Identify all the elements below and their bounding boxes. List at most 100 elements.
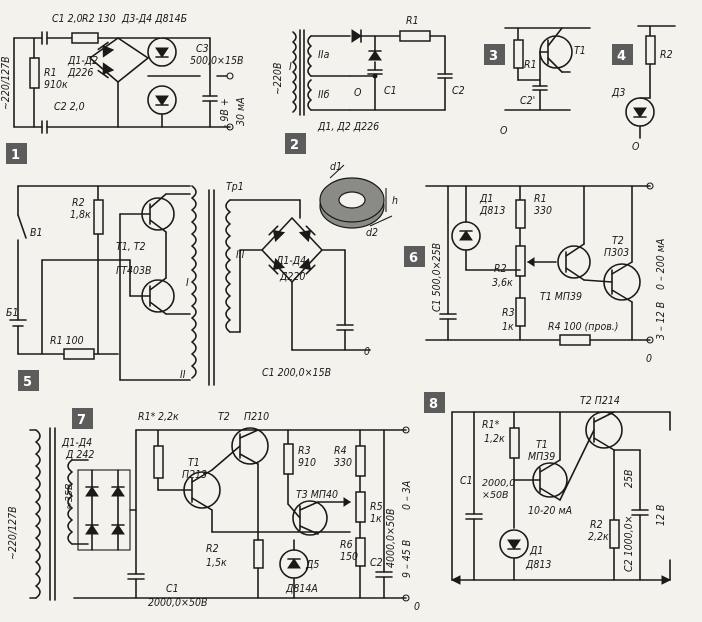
panel-number: 1 <box>11 148 20 163</box>
label: 910 <box>298 457 316 469</box>
label: 0 <box>414 601 420 613</box>
label: T1 <box>188 457 200 469</box>
label: I <box>186 277 189 289</box>
resistor-r1 <box>29 57 40 89</box>
resistor-r2 <box>253 539 264 569</box>
label: Д814А <box>285 583 318 595</box>
diode-bridge <box>77 469 131 551</box>
label: C1 <box>166 583 179 595</box>
panel-2: 2 R1 ~220В I IIa IIб O C1 C2 Д1, Д2 Д226 <box>272 15 465 154</box>
label: C2 <box>370 557 383 569</box>
label: R2 <box>206 543 219 555</box>
label: R5 <box>370 501 383 513</box>
label: IIa <box>318 49 330 61</box>
switch-b1 <box>17 214 27 239</box>
label: 0 <box>364 346 370 358</box>
label: R1 <box>44 67 57 79</box>
panel-6: 6 Д1 Д813 R1 330 T2 П303 R2 3,6к T1 МП39… <box>404 182 667 365</box>
label: C1 <box>460 475 473 487</box>
resistor-r3 <box>515 297 526 327</box>
resistor-r4 <box>355 445 366 477</box>
label: T2 П214 <box>580 395 620 407</box>
label: МП39 <box>528 451 555 463</box>
label: 1,8к <box>70 209 91 221</box>
label: R1* <box>138 411 156 423</box>
label: Д813 <box>525 559 551 571</box>
transistor-t2 <box>585 411 623 449</box>
transformer-primary <box>292 31 297 113</box>
label: C1 <box>384 85 397 97</box>
label: 9 – 45 В <box>401 540 413 578</box>
panel-3: 3 R1 T1 C2' O <box>484 27 591 137</box>
label: Д813 <box>479 205 505 217</box>
label: C2 1000,0× <box>623 515 635 572</box>
label: T1 <box>536 439 548 451</box>
label: 4000,0×50В <box>385 509 397 568</box>
label: Д220 <box>279 271 305 283</box>
label: C1 500,0×25В <box>431 243 443 312</box>
label: O <box>500 125 508 137</box>
label: R2 <box>494 263 507 275</box>
label: 500,0×15В <box>190 55 243 67</box>
label: C2 <box>452 85 465 97</box>
label: B1 <box>30 227 43 239</box>
resistor-r1 <box>515 199 526 229</box>
label: ×50В <box>482 490 509 501</box>
label: 2,2к <box>588 531 609 543</box>
resistor-r3 <box>283 443 294 475</box>
label: III <box>236 249 245 261</box>
transformer-tr1-primary <box>191 185 197 379</box>
torus-label: h <box>392 195 398 207</box>
label: C3 <box>196 43 209 55</box>
label: R1 <box>524 59 537 71</box>
resistor-r1 <box>399 30 431 42</box>
label: П210 <box>244 411 269 423</box>
label: R6 <box>340 539 353 551</box>
label: T2 <box>218 411 230 423</box>
label: 330 <box>534 205 552 217</box>
label: R2 130 <box>82 13 116 25</box>
label: 30 мА <box>235 97 247 126</box>
panel-number: 4 <box>617 49 626 64</box>
label: R2 <box>660 49 673 61</box>
label: T2 <box>612 235 624 247</box>
label: Д1-Д4 <box>61 437 92 449</box>
label: Д1, Д2 Д226 <box>317 121 379 133</box>
label: 2000,0 <box>482 478 515 489</box>
label: O <box>632 141 640 153</box>
label: Д3-Д4 Д814Б <box>121 13 187 25</box>
transistor-t2 <box>231 427 269 465</box>
transformer-primary <box>35 429 41 599</box>
panel-number: 3 <box>489 49 498 64</box>
label: T1 <box>574 45 586 57</box>
panel-5: 5 R2 1,8к B1 Т1, Т2 ГТ403В Тр1 I II III … <box>6 181 371 391</box>
label: 1к <box>370 513 382 525</box>
label: R4 <box>334 445 347 457</box>
label: 10-20 мА <box>528 505 572 517</box>
label: R2 <box>72 197 85 209</box>
label: Б1 <box>6 307 19 319</box>
label: 1,5к <box>206 557 227 569</box>
torus-label: d2 <box>366 227 378 239</box>
label: C1 2,0 <box>52 13 83 25</box>
panel-4: 4 R2 Д3 O <box>611 25 676 153</box>
label: Д226 <box>67 67 93 79</box>
panel-number: 8 <box>429 397 438 412</box>
label: R1 <box>534 193 547 205</box>
label: I <box>289 61 292 73</box>
label: 0 <box>646 353 652 365</box>
label: 3 – 12 В <box>655 302 667 340</box>
label: C2' <box>520 95 535 107</box>
label: II <box>180 369 186 381</box>
label: 1к <box>502 321 514 333</box>
label: ~220/127В <box>0 56 12 110</box>
label: R3 <box>298 445 311 457</box>
label: C1 200,0×15В <box>262 367 331 379</box>
label: R3 <box>502 307 515 319</box>
label: T1 МП39 <box>540 291 582 303</box>
panel-8: 8 T2 П214 R1* 1,2к T1 МП39 C1 2000,0 ×50… <box>424 392 672 585</box>
label: R2 <box>590 519 603 531</box>
label: R1* <box>482 419 500 431</box>
label: Д1 <box>479 193 493 205</box>
